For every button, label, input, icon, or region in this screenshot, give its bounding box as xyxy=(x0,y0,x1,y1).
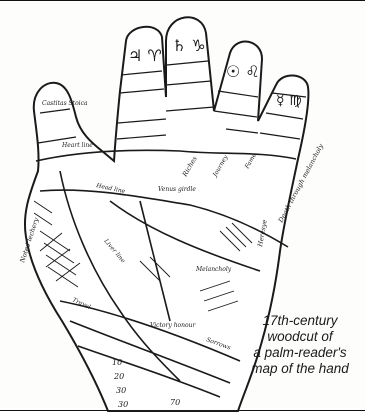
caption-line: map of the hand xyxy=(238,361,362,377)
image-caption: 17th-century woodcut of a palm-reader's … xyxy=(238,313,362,377)
ring-finger-symbols: ☉ ♌ xyxy=(226,62,260,81)
caption-line: a palm-reader's xyxy=(238,345,362,361)
index-finger-symbols: ♃ ♈ xyxy=(128,46,162,65)
victory-label: Victory honour xyxy=(150,322,197,329)
little-finger-symbols: ☿ ♍ xyxy=(276,93,302,109)
venus-girdle-label: Venus girdle xyxy=(158,186,196,193)
wrist-number: 30 xyxy=(118,400,128,409)
middle-finger-symbols: ♄ ♑ xyxy=(172,36,206,55)
thumb-label: Castitas Stoica xyxy=(42,100,88,107)
caption-line: 17th-century xyxy=(238,313,362,329)
melancholy-label: Melancholy xyxy=(195,266,232,273)
caption-line: woodcut of xyxy=(238,329,362,345)
heart-line-label: Heart line xyxy=(61,142,93,149)
wrist-number: 20 xyxy=(113,372,124,381)
wrist-number: 10 xyxy=(112,358,122,367)
wrist-number: 70 xyxy=(170,398,180,407)
wrist-number: 30 xyxy=(116,386,126,395)
